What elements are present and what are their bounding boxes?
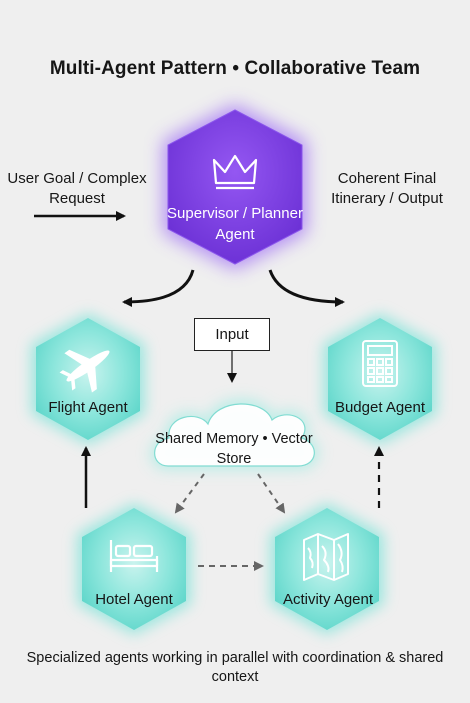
- hotel-agent-node: [77, 503, 191, 635]
- hotel-agent-label: Hotel Agent: [95, 591, 173, 608]
- memory-to-hotel-arrow: [174, 473, 205, 514]
- footer-caption: Specialized agents working in parallel w…: [26, 650, 444, 685]
- shared-memory-cloud: [150, 398, 319, 470]
- bed-icon: [109, 540, 159, 572]
- supervisor-to-budget-arrow: [268, 269, 345, 307]
- supervisor-label: Supervisor / Planner Agent: [167, 205, 303, 243]
- budget-agent-label: Budget Agent: [334, 399, 426, 416]
- memory-to-activity-arrow: [257, 473, 286, 514]
- shared-memory-label: Shared Memory • Vector Store: [155, 431, 313, 467]
- flight-agent-node: [31, 313, 145, 445]
- input-box: Input: [194, 318, 270, 351]
- budget-agent-node: [323, 313, 437, 445]
- final-output-label: Coherent Final Itinerary / Output: [331, 170, 443, 207]
- calculator-icon: [362, 340, 398, 387]
- supervisor-to-flight-arrow: [122, 269, 195, 307]
- airplane-icon: [59, 349, 110, 393]
- user-goal-label: User Goal / Complex Request: [7, 170, 147, 207]
- activity-agent-label: Activity Agent: [282, 591, 374, 608]
- supervisor-node: [163, 104, 307, 270]
- diagram-title: Multi-Agent Pattern • Collaborative Team: [49, 58, 421, 79]
- map-icon: [303, 533, 349, 581]
- activity-agent-node: [270, 503, 384, 635]
- flight-agent-label: Flight Agent: [48, 399, 128, 416]
- crown-icon: [212, 154, 258, 190]
